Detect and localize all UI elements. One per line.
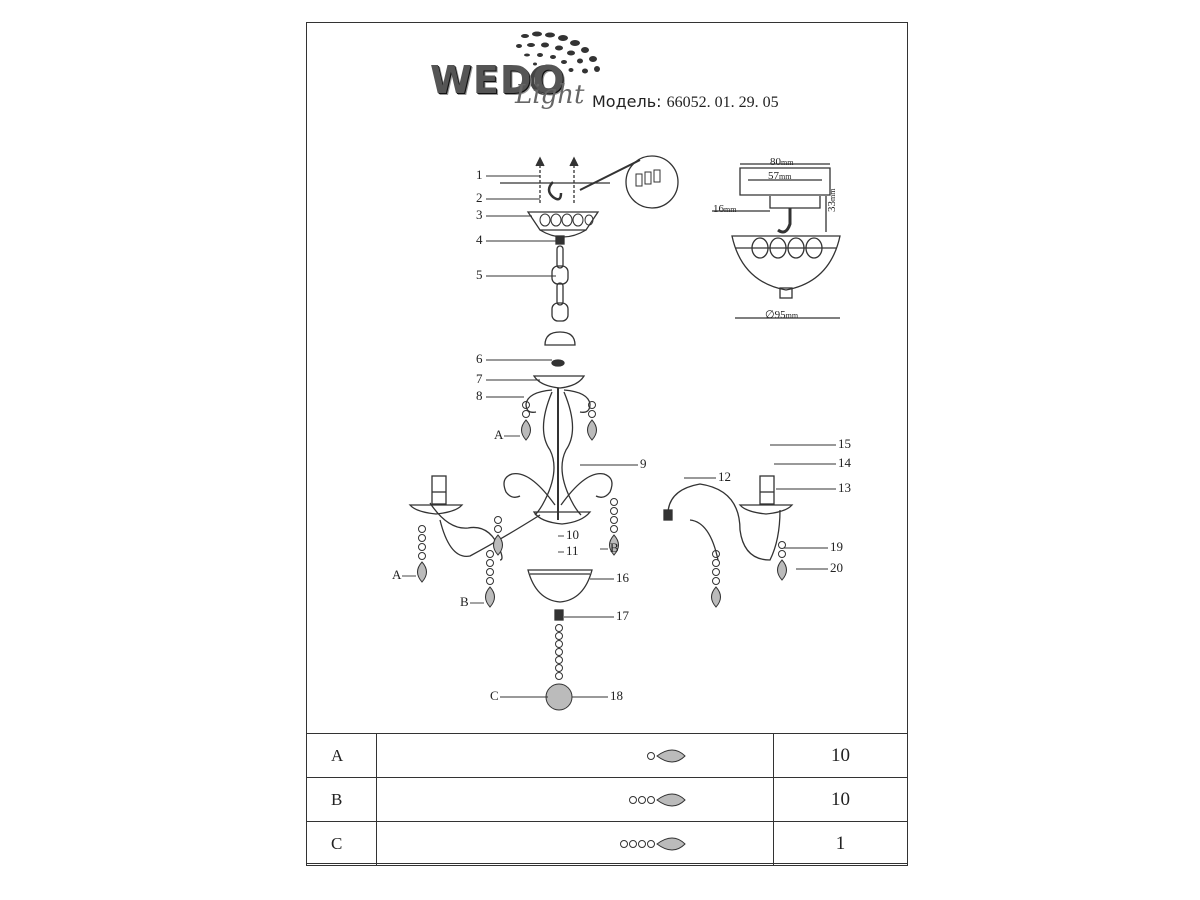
- part-picture: [376, 733, 774, 778]
- part-number-16: 16: [616, 570, 629, 585]
- parts-table-row: B 10: [306, 777, 908, 822]
- part-number-17: 17: [616, 608, 629, 623]
- pendant-b-icon: [629, 793, 686, 807]
- pendant-label-b: B: [460, 594, 469, 609]
- pendant-ball: [545, 683, 573, 711]
- part-number-4: 4: [476, 232, 483, 247]
- hook-detail: [712, 163, 841, 319]
- part-quantity: 10: [773, 733, 908, 778]
- pendant-label-a: A: [392, 567, 402, 582]
- part-number-5: 5: [476, 267, 483, 282]
- part-number-12: 12: [718, 469, 731, 484]
- part-number-1: 1: [476, 167, 483, 182]
- chain-bead: [555, 664, 563, 672]
- logo-swirl-icon: [516, 31, 600, 95]
- part-number-2: 2: [476, 190, 483, 205]
- crystal-pendant: [587, 401, 597, 441]
- part-number-20: 20: [830, 560, 843, 575]
- model-number: 66052. 01. 29. 05: [666, 94, 779, 111]
- crystal-pendant: [777, 541, 787, 581]
- chain-bead: [555, 656, 563, 664]
- part-number-19: 19: [830, 539, 843, 554]
- chain-bead: [555, 672, 563, 680]
- part-number-6: 6: [476, 351, 483, 366]
- pendant-label-b: B: [610, 540, 619, 555]
- connector-detail-icon: [625, 155, 679, 209]
- brand-logo-subtext: Light: [515, 80, 585, 110]
- part-number-15: 15: [838, 436, 851, 451]
- part-key: A: [306, 733, 377, 778]
- part-number-7: 7: [476, 371, 483, 386]
- dim-height: 33mm: [826, 188, 838, 212]
- parts-table-row: A 10: [306, 733, 908, 778]
- brand-logo-text: WEDO: [430, 58, 566, 102]
- dim-diameter: ∅95mm: [765, 309, 799, 321]
- part-number-18: 18: [610, 688, 623, 703]
- chain-bead: [555, 640, 563, 648]
- pendant-a-icon: [647, 749, 686, 763]
- frame-arms: [408, 389, 613, 561]
- pendant-label-c: C: [490, 688, 499, 703]
- part-key: C: [306, 821, 377, 866]
- detached-arm: [663, 475, 794, 561]
- crystal-pendant: [417, 525, 427, 583]
- part-number-11: 11: [566, 543, 579, 558]
- chain-bead: [555, 648, 563, 656]
- crystal-pendant: [493, 516, 503, 556]
- part-number-14: 14: [838, 455, 851, 470]
- dim-width-top: 80mm: [770, 156, 794, 168]
- ceiling-hook-assembly: [500, 156, 641, 205]
- model-caption: Модель:: [592, 92, 662, 111]
- part-number-13: 13: [838, 480, 851, 495]
- part-picture: [376, 777, 774, 822]
- part-quantity: 1: [773, 821, 908, 866]
- ceiling-canopy: [526, 211, 600, 231]
- bottom-bowl: [527, 569, 593, 603]
- chain-bead: [555, 632, 563, 640]
- part-quantity: 10: [773, 777, 908, 822]
- chain-bead: [555, 624, 563, 632]
- part-number-9: 9: [640, 456, 647, 471]
- part-key: B: [306, 777, 377, 822]
- connector-terminal-icon: [635, 169, 661, 187]
- dim-width-inner: 57mm: [768, 170, 792, 182]
- dim-left-offset: 16mm: [713, 203, 737, 215]
- pendant-c-icon: [620, 837, 686, 851]
- part-picture: [376, 821, 774, 866]
- crystal-pendant: [485, 550, 495, 608]
- crystal-pendant: [521, 401, 531, 441]
- model-label: Модель: 66052. 01. 29. 05: [592, 92, 779, 112]
- part-number-10: 10: [566, 527, 579, 542]
- pendant-label-a: A: [494, 427, 504, 442]
- crystal-pendant: [711, 550, 721, 608]
- part-number-3: 3: [476, 207, 483, 222]
- part-number-8: 8: [476, 388, 483, 403]
- chain: [544, 245, 576, 346]
- crystal-pendant: [609, 498, 619, 556]
